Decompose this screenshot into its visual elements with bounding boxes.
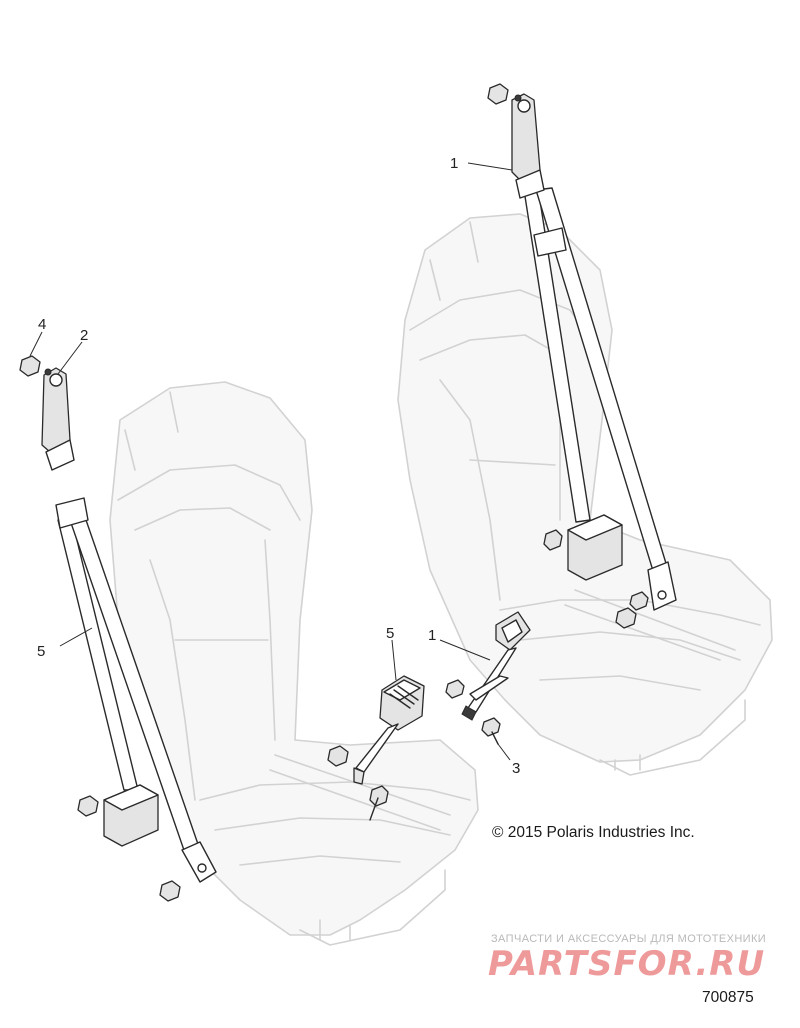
watermark-logo: PARTSFOR.RU — [488, 944, 766, 984]
callout-3: 3 — [512, 760, 520, 777]
callout-1-middle: 1 — [428, 627, 436, 644]
bolt-part-3 — [481, 717, 501, 745]
callout-4: 4 — [38, 316, 46, 333]
right-fasteners — [445, 83, 649, 699]
callout-2: 2 — [80, 327, 88, 344]
left-seatbelt-assembly — [41, 367, 217, 883]
left-fasteners — [77, 745, 389, 902]
nut-part-4 — [19, 355, 41, 377]
callout-1-upper: 1 — [450, 155, 458, 172]
buckle-part-5 — [353, 675, 425, 785]
buckle-part-1 — [461, 611, 531, 721]
figure-number: 700875 — [702, 989, 754, 1006]
callout-5-left: 5 — [37, 643, 45, 660]
copyright-notice: © 2015 Polaris Industries Inc. — [492, 824, 695, 841]
callout-5-middle: 5 — [386, 625, 394, 642]
watermark-tagline: ЗАПЧАСТИ И АКСЕССУАРЫ ДЛЯ МОТОТЕХНИКИ — [491, 933, 767, 945]
leader-lines — [29, 162, 513, 761]
right-seatbelt-assembly — [511, 93, 677, 611]
